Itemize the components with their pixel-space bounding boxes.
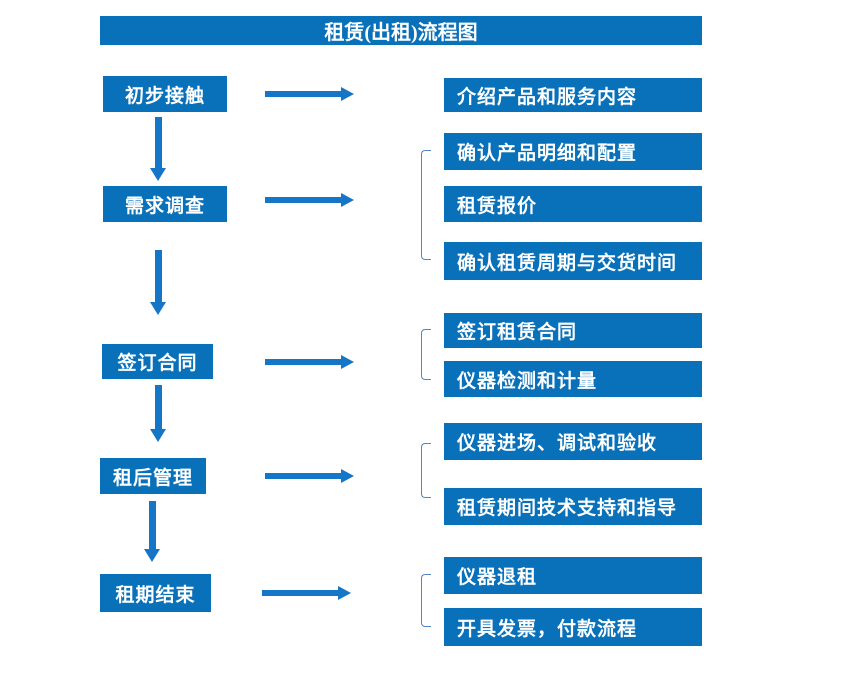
arrow-right-icon [265, 193, 354, 207]
flow-detail-invoice-payment: 开具发票，付款流程 [444, 608, 702, 646]
group-bracket [421, 574, 431, 627]
flow-detail-label: 仪器进场、调试和验收 [457, 433, 658, 454]
flow-step-label: 租后管理 [112, 467, 193, 489]
flow-detail-label: 确认产品明细和配置 [457, 143, 638, 164]
flow-detail-label: 租赁报价 [457, 195, 538, 217]
arrow-right-icon [262, 586, 351, 600]
arrow-right-icon [265, 87, 354, 101]
arrow-shaft [262, 590, 339, 596]
flow-step-rental-end: 租期结束 [100, 574, 211, 612]
arrow-down-icon [150, 385, 167, 442]
flow-detail-label: 租赁期间技术支持和指导 [457, 498, 678, 519]
arrow-down-icon [150, 117, 167, 181]
flow-detail-introduce-products: 介绍产品和服务内容 [444, 78, 702, 112]
flow-step-label: 初步接触 [124, 85, 205, 107]
arrow-shaft [265, 197, 342, 203]
arrow-head [338, 586, 351, 600]
flow-detail-instrument-entry-acceptance: 仪器进场、调试和验收 [444, 423, 702, 460]
arrow-head [341, 193, 354, 207]
flow-detail-label: 签订租赁合同 [457, 322, 578, 343]
arrow-shaft [155, 385, 162, 429]
arrow-shaft [155, 117, 162, 168]
arrow-shaft [265, 359, 342, 365]
arrow-head [341, 469, 354, 483]
flow-step-label: 租期结束 [115, 584, 196, 606]
flow-detail-rental-quotation: 租赁报价 [444, 186, 702, 222]
arrow-down-icon [150, 250, 167, 315]
flow-detail-technical-support: 租赁期间技术支持和指导 [444, 488, 702, 525]
arrow-head [150, 302, 166, 315]
arrow-shaft [265, 91, 342, 97]
flow-detail-label: 开具发票，付款流程 [457, 618, 638, 640]
flow-step-sign-contract: 签订合同 [102, 344, 213, 379]
flow-detail-label: 仪器退租 [457, 567, 538, 588]
flow-detail-instrument-return: 仪器退租 [444, 557, 702, 594]
flow-detail-sign-rental-contract: 签订租赁合同 [444, 313, 702, 348]
flow-detail-confirm-period-delivery: 确认租赁周期与交货时间 [444, 242, 702, 280]
flowchart-title: 租赁(出租)流程图 [324, 22, 478, 44]
arrow-shaft [155, 250, 162, 302]
arrow-head [150, 429, 166, 442]
group-bracket [421, 150, 431, 260]
flow-step-label: 需求调查 [124, 195, 205, 217]
arrow-head [341, 87, 354, 101]
flow-detail-label: 确认租赁周期与交货时间 [457, 252, 678, 274]
flow-detail-label: 仪器检测和计量 [457, 370, 598, 392]
flow-detail-confirm-product-config: 确认产品明细和配置 [444, 133, 702, 170]
flow-step-initial-contact: 初步接触 [103, 76, 227, 112]
group-bracket [421, 443, 431, 498]
arrow-head [341, 355, 354, 369]
flow-step-label: 签订合同 [117, 353, 198, 374]
arrow-shaft [149, 501, 156, 549]
flow-detail-instrument-testing: 仪器检测和计量 [444, 361, 702, 397]
group-bracket [421, 329, 431, 380]
flow-detail-label: 介绍产品和服务内容 [457, 86, 638, 108]
arrow-right-icon [265, 355, 354, 369]
arrow-head [144, 549, 160, 562]
arrow-head [150, 168, 166, 181]
flowchart-title-bar: 租赁(出租)流程图 [100, 16, 702, 45]
flow-step-demand-survey: 需求调查 [103, 186, 227, 222]
arrow-down-icon [144, 501, 161, 562]
arrow-right-icon [265, 469, 354, 483]
arrow-shaft [265, 473, 342, 479]
flow-step-post-rental-management: 租后管理 [100, 458, 206, 494]
